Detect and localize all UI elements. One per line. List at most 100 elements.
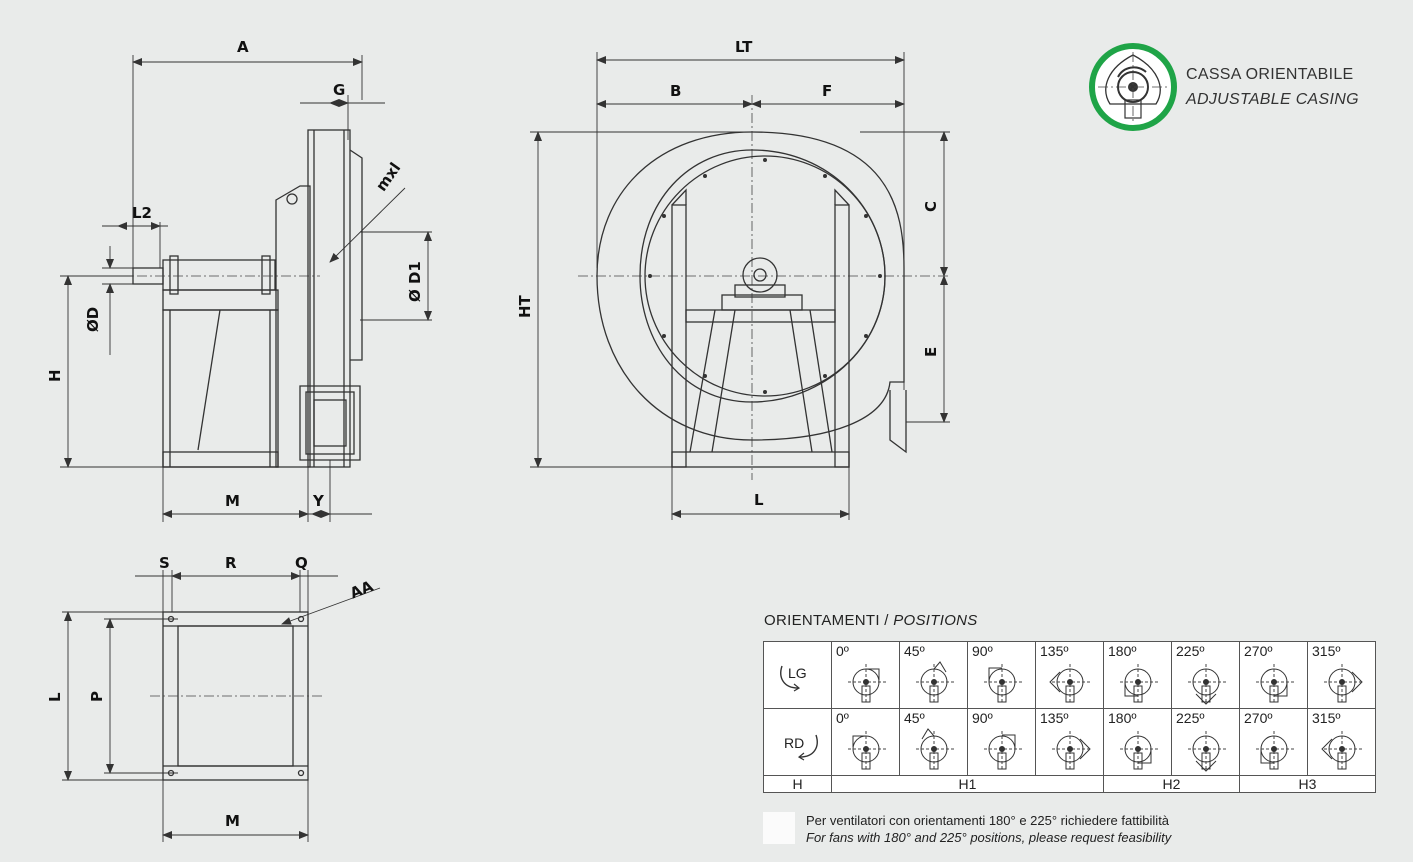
h-group-1: H1	[831, 775, 1104, 793]
rd-225: 225º	[1171, 708, 1240, 776]
fan-position-icon	[984, 664, 1022, 704]
angle-label: 270º	[1244, 643, 1273, 659]
rd-270: 270º	[1239, 708, 1308, 776]
rd-180: 180º	[1103, 708, 1172, 776]
positions-title: ORIENTAMENTI / POSITIONS	[764, 612, 978, 629]
row-lg-label: LG	[788, 665, 807, 681]
row-rd-label: RD	[784, 735, 805, 751]
row-rd: RD 0º 45º 90º 135º 180º 225º 270º 315º	[763, 708, 1376, 776]
row-rd-head: RD	[763, 708, 832, 776]
dim-H: H	[46, 369, 64, 382]
positions-title-it: ORIENTAMENTI /	[764, 612, 894, 629]
fan-position-icon	[916, 728, 954, 771]
fan-position-icon	[1052, 731, 1091, 771]
feasibility-swatch	[763, 812, 795, 844]
dim-A: A	[237, 38, 249, 56]
lg-180: 180º	[1103, 641, 1172, 709]
flange-view: S R Q AA L P M	[46, 554, 381, 842]
h-group-3: H3	[1239, 775, 1376, 793]
dim-P: P	[88, 691, 106, 702]
fan-position-icon	[1120, 664, 1158, 704]
badge-line-it: CASSA ORIENTABILE	[1186, 66, 1354, 83]
rd-0: 0º	[831, 708, 900, 776]
dim-M-front: M	[225, 492, 240, 510]
lg-45: 45º	[899, 641, 968, 709]
adjustable-casing-icon	[1089, 43, 1177, 131]
dim-D: ØD	[84, 307, 102, 332]
fan-position-icon	[1321, 731, 1362, 771]
angle-label: 180º	[1108, 710, 1137, 726]
angle-label: 315º	[1312, 643, 1341, 659]
positions-title-en: POSITIONS	[893, 612, 978, 629]
fan-position-icon	[1049, 664, 1090, 704]
dim-L2: L2	[132, 204, 152, 222]
rd-45: 45º	[899, 708, 968, 776]
dim-E: E	[922, 347, 940, 357]
dim-LT: LT	[735, 38, 753, 56]
dim-HT: HT	[516, 294, 534, 318]
rotate-left-icon	[780, 665, 801, 692]
side-view: LT B F	[516, 38, 950, 520]
row-h: H H1 H2 H3	[763, 775, 1376, 793]
angle-label: 180º	[1108, 643, 1137, 659]
angle-label: 135º	[1040, 710, 1069, 726]
row-lg-head: LG	[763, 641, 832, 709]
fan-position-icon	[1256, 731, 1294, 771]
dim-G: G	[333, 81, 345, 99]
feasibility-note-en: For fans with 180° and 225° positions, p…	[806, 830, 1172, 845]
dim-B: B	[670, 82, 681, 100]
lg-315: 315º	[1307, 641, 1376, 709]
fan-position-icon	[916, 661, 954, 704]
dim-Y: Y	[312, 492, 325, 510]
feasibility-note: Per ventilatori con orientamenti 180° e …	[806, 812, 1171, 846]
dim-S: S	[159, 554, 170, 572]
lg-90: 90º	[967, 641, 1036, 709]
angle-label: 45º	[904, 710, 925, 726]
dim-D1: Ø D1	[406, 261, 424, 302]
fan-position-icon	[848, 664, 886, 704]
fan-position-icon	[1256, 664, 1294, 704]
front-view: A G mxl L2 ØD	[46, 38, 432, 522]
h-group-2: H2	[1103, 775, 1240, 793]
angle-label: 90º	[972, 710, 993, 726]
row-lg: LG 0º 45º 90º 135º 180º 225º 270º 315º	[763, 641, 1376, 709]
fan-position-icon	[1188, 664, 1226, 705]
badge-line-en: ADJUSTABLE CASING	[1186, 91, 1359, 108]
angle-label: 90º	[972, 643, 993, 659]
angle-label: 315º	[1312, 710, 1341, 726]
angle-label: 0º	[836, 710, 849, 726]
dim-F: F	[822, 82, 832, 100]
dim-mxl: mxl	[372, 159, 404, 194]
angle-label: 225º	[1176, 643, 1205, 659]
fan-position-icon	[848, 731, 886, 771]
dim-M-flange: M	[225, 812, 240, 830]
dim-AA: AA	[347, 577, 376, 603]
dim-L-flange: L	[46, 692, 64, 702]
bolt-holes	[648, 158, 882, 394]
h-header: H	[763, 775, 832, 793]
rotate-right-icon	[797, 734, 818, 761]
dim-C: C	[922, 201, 940, 212]
lg-0: 0º	[831, 641, 900, 709]
rd-90: 90º	[967, 708, 1036, 776]
rd-315: 315º	[1307, 708, 1376, 776]
lg-270: 270º	[1239, 641, 1308, 709]
dim-L-side: L	[754, 491, 764, 509]
angle-label: 45º	[904, 643, 925, 659]
angle-label: 270º	[1244, 710, 1273, 726]
badge-text: CASSA ORIENTABILE ADJUSTABLE CASING	[1186, 62, 1359, 112]
lg-135: 135º	[1035, 641, 1104, 709]
fan-position-icon	[1188, 731, 1226, 772]
feasibility-note-it: Per ventilatori con orientamenti 180° e …	[806, 813, 1170, 828]
dim-R: R	[225, 554, 237, 572]
angle-label: 225º	[1176, 710, 1205, 726]
dim-Q: Q	[295, 554, 308, 572]
fan-position-icon	[1120, 731, 1158, 771]
fan-position-icon	[984, 731, 1022, 771]
rd-135: 135º	[1035, 708, 1104, 776]
lg-225: 225º	[1171, 641, 1240, 709]
angle-label: 135º	[1040, 643, 1069, 659]
positions-table: LG 0º 45º 90º 135º 180º 225º 270º 315º R…	[763, 641, 1376, 793]
fan-position-icon	[1324, 664, 1363, 704]
